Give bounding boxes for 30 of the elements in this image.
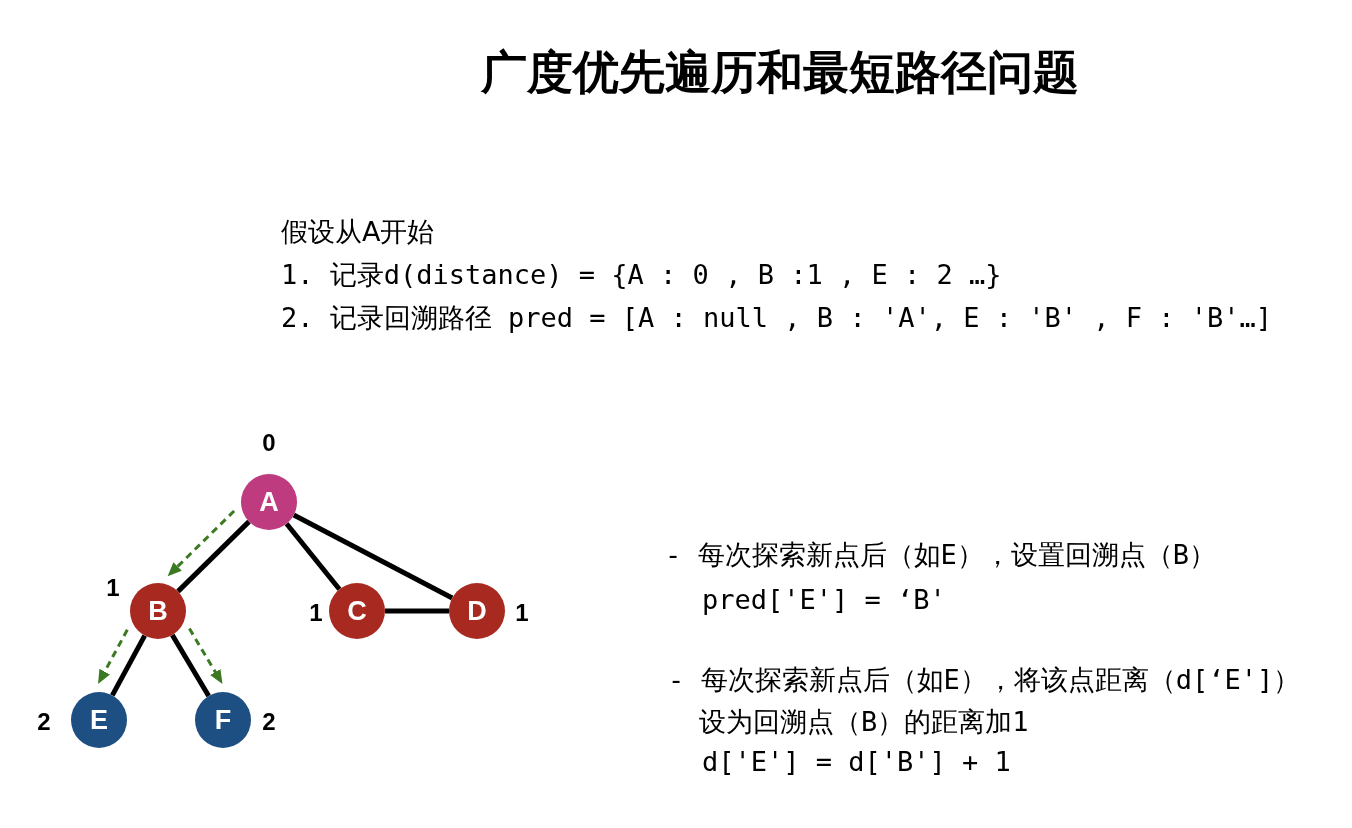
code-text: pred['E'] = ‘B' xyxy=(702,583,946,617)
node-letter: B xyxy=(148,597,168,625)
node-letter: A xyxy=(259,488,279,516)
distance-label: 1 xyxy=(309,601,323,625)
node-letter: F xyxy=(214,706,232,734)
note-text: 设为回溯点（B）的距离加1 xyxy=(699,705,1029,739)
note-text: - 每次探索新点后（如E），将该点距离（d[‘E']） xyxy=(668,663,1301,697)
note-text: 假设从A开始 xyxy=(281,215,435,249)
arrow xyxy=(188,627,223,685)
edge-line xyxy=(292,512,454,601)
node-letter: D xyxy=(467,597,487,625)
edge-line xyxy=(284,522,342,591)
distance-label: 2 xyxy=(37,710,51,734)
edge-line xyxy=(385,608,449,614)
distance-label: 0 xyxy=(262,431,276,455)
edge-line xyxy=(170,633,211,698)
code-text: d['E'] = d['B'] + 1 xyxy=(702,745,1011,779)
arrow xyxy=(167,509,236,577)
distance-label: 2 xyxy=(262,710,276,734)
distance-label: 1 xyxy=(106,576,120,600)
node-letter: E xyxy=(90,706,108,734)
node-letter: C xyxy=(347,597,367,625)
distance-label: 1 xyxy=(515,601,529,625)
edge-line xyxy=(176,519,251,594)
note-text: 2. 记录回溯路径 pred = [A : null , B : 'A', E : 'B' , F : 'B'…] xyxy=(281,301,1273,335)
arrow xyxy=(98,629,129,684)
note-text: 1. 记录d(distance) = {A : 0 , B :1 , E : 2 …} xyxy=(281,258,1002,292)
edge-line xyxy=(110,634,147,697)
title: 广度优先遍历和最短路径问题 xyxy=(481,44,1079,101)
note-text: - 每次探索新点后（如E），设置回溯点（B） xyxy=(665,538,1217,572)
